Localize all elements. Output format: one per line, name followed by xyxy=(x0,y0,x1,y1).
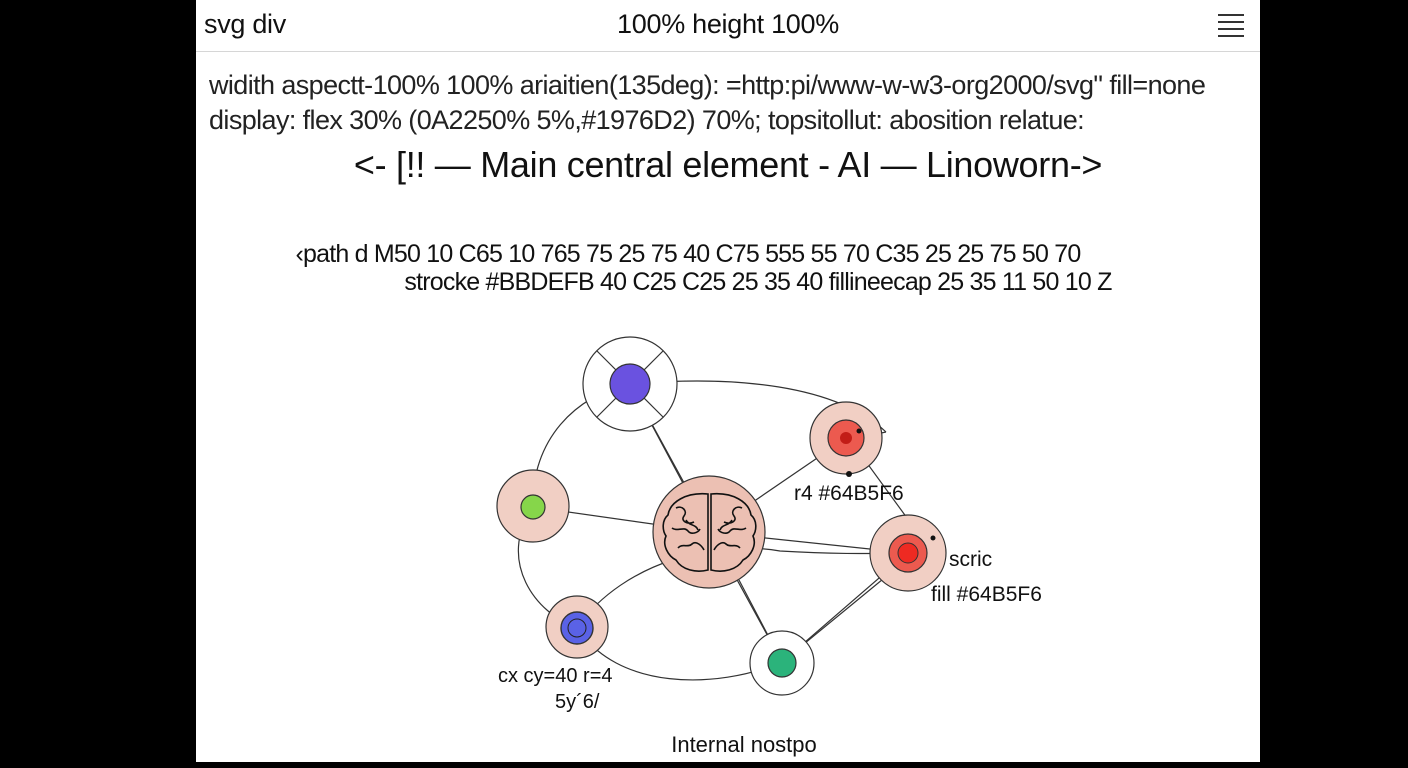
top-bar: svg div 100% height 100% xyxy=(196,0,1260,52)
red-node-right[interactable] xyxy=(869,514,947,592)
node-label: scric xyxy=(949,548,992,571)
purple-node[interactable] xyxy=(582,336,678,432)
menu-line xyxy=(1218,14,1244,16)
teal-node[interactable] xyxy=(749,630,815,696)
menu-line xyxy=(1218,35,1244,37)
caption: Internal nostpo xyxy=(671,732,817,757)
red-node-top[interactable] xyxy=(809,401,883,477)
node-label: fill #64B5F6 xyxy=(931,583,1042,606)
menu-line xyxy=(1218,28,1244,30)
path-code-text: ‹path d M50 10 C65 10 765 75 25 75 40 C7… xyxy=(196,240,1260,296)
code-line: display: flex 30% (0A2250% 5%,#1976D2) 7… xyxy=(209,105,1085,135)
hamburger-menu-icon[interactable] xyxy=(1218,14,1244,38)
code-line: widith aspectt-100% 100% ariaitien(135de… xyxy=(209,70,1206,100)
brain-node[interactable] xyxy=(652,475,766,589)
green-node[interactable] xyxy=(496,469,570,543)
page-title-left: svg div xyxy=(204,9,286,39)
menu-line xyxy=(1218,21,1244,23)
network-diagram: r4 #64B5F6 scric fill #64B5F6 xyxy=(496,336,1042,757)
node-label: 5y´6/ xyxy=(555,691,600,713)
node-label: cx cy=40 r=4 xyxy=(498,665,613,687)
node-label: r4 #64B5F6 xyxy=(794,482,904,505)
path-code-line: ‹path d M50 10 C65 10 765 75 25 75 40 C7… xyxy=(295,240,1082,268)
page-title: 100% height 100% xyxy=(617,9,839,39)
code-text-block: widith aspectt-100% 100% ariaitien(135de… xyxy=(209,68,1249,138)
headline: <- [!! — Main central element - AI — Lin… xyxy=(353,144,1103,185)
brain-icon xyxy=(662,492,757,572)
blue-node[interactable] xyxy=(545,595,609,659)
page-canvas: svg div 100% height 100% widith aspectt-… xyxy=(196,0,1260,762)
path-code-line: strocke #BBDEFB 40 C25 C25 25 35 40 fill… xyxy=(404,268,1112,296)
